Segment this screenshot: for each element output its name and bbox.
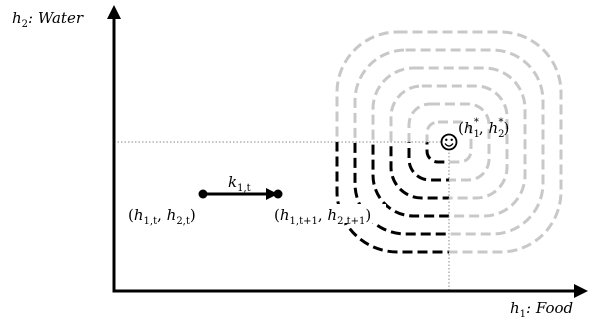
state-label-t-plus-1: (h1,t+1, h2,t+1) [274, 206, 371, 227]
x-axis-arrowhead [574, 284, 588, 298]
state-point-t-plus-1 [273, 189, 283, 199]
y-axis-arrowhead [107, 5, 121, 19]
transition-arrowhead [266, 188, 278, 200]
state-point-t [198, 189, 208, 199]
state-label-t: (h1,t, h2,t) [128, 206, 196, 227]
setpoint-label: (h1*, h2*) [458, 117, 509, 140]
x-axis-label: h1: Food [510, 299, 573, 320]
smiley-icon [440, 133, 458, 151]
y-axis [107, 5, 121, 291]
action-label: k1,t [228, 173, 251, 194]
y-axis-label: h2: Water [12, 9, 84, 30]
x-axis [112, 284, 588, 298]
